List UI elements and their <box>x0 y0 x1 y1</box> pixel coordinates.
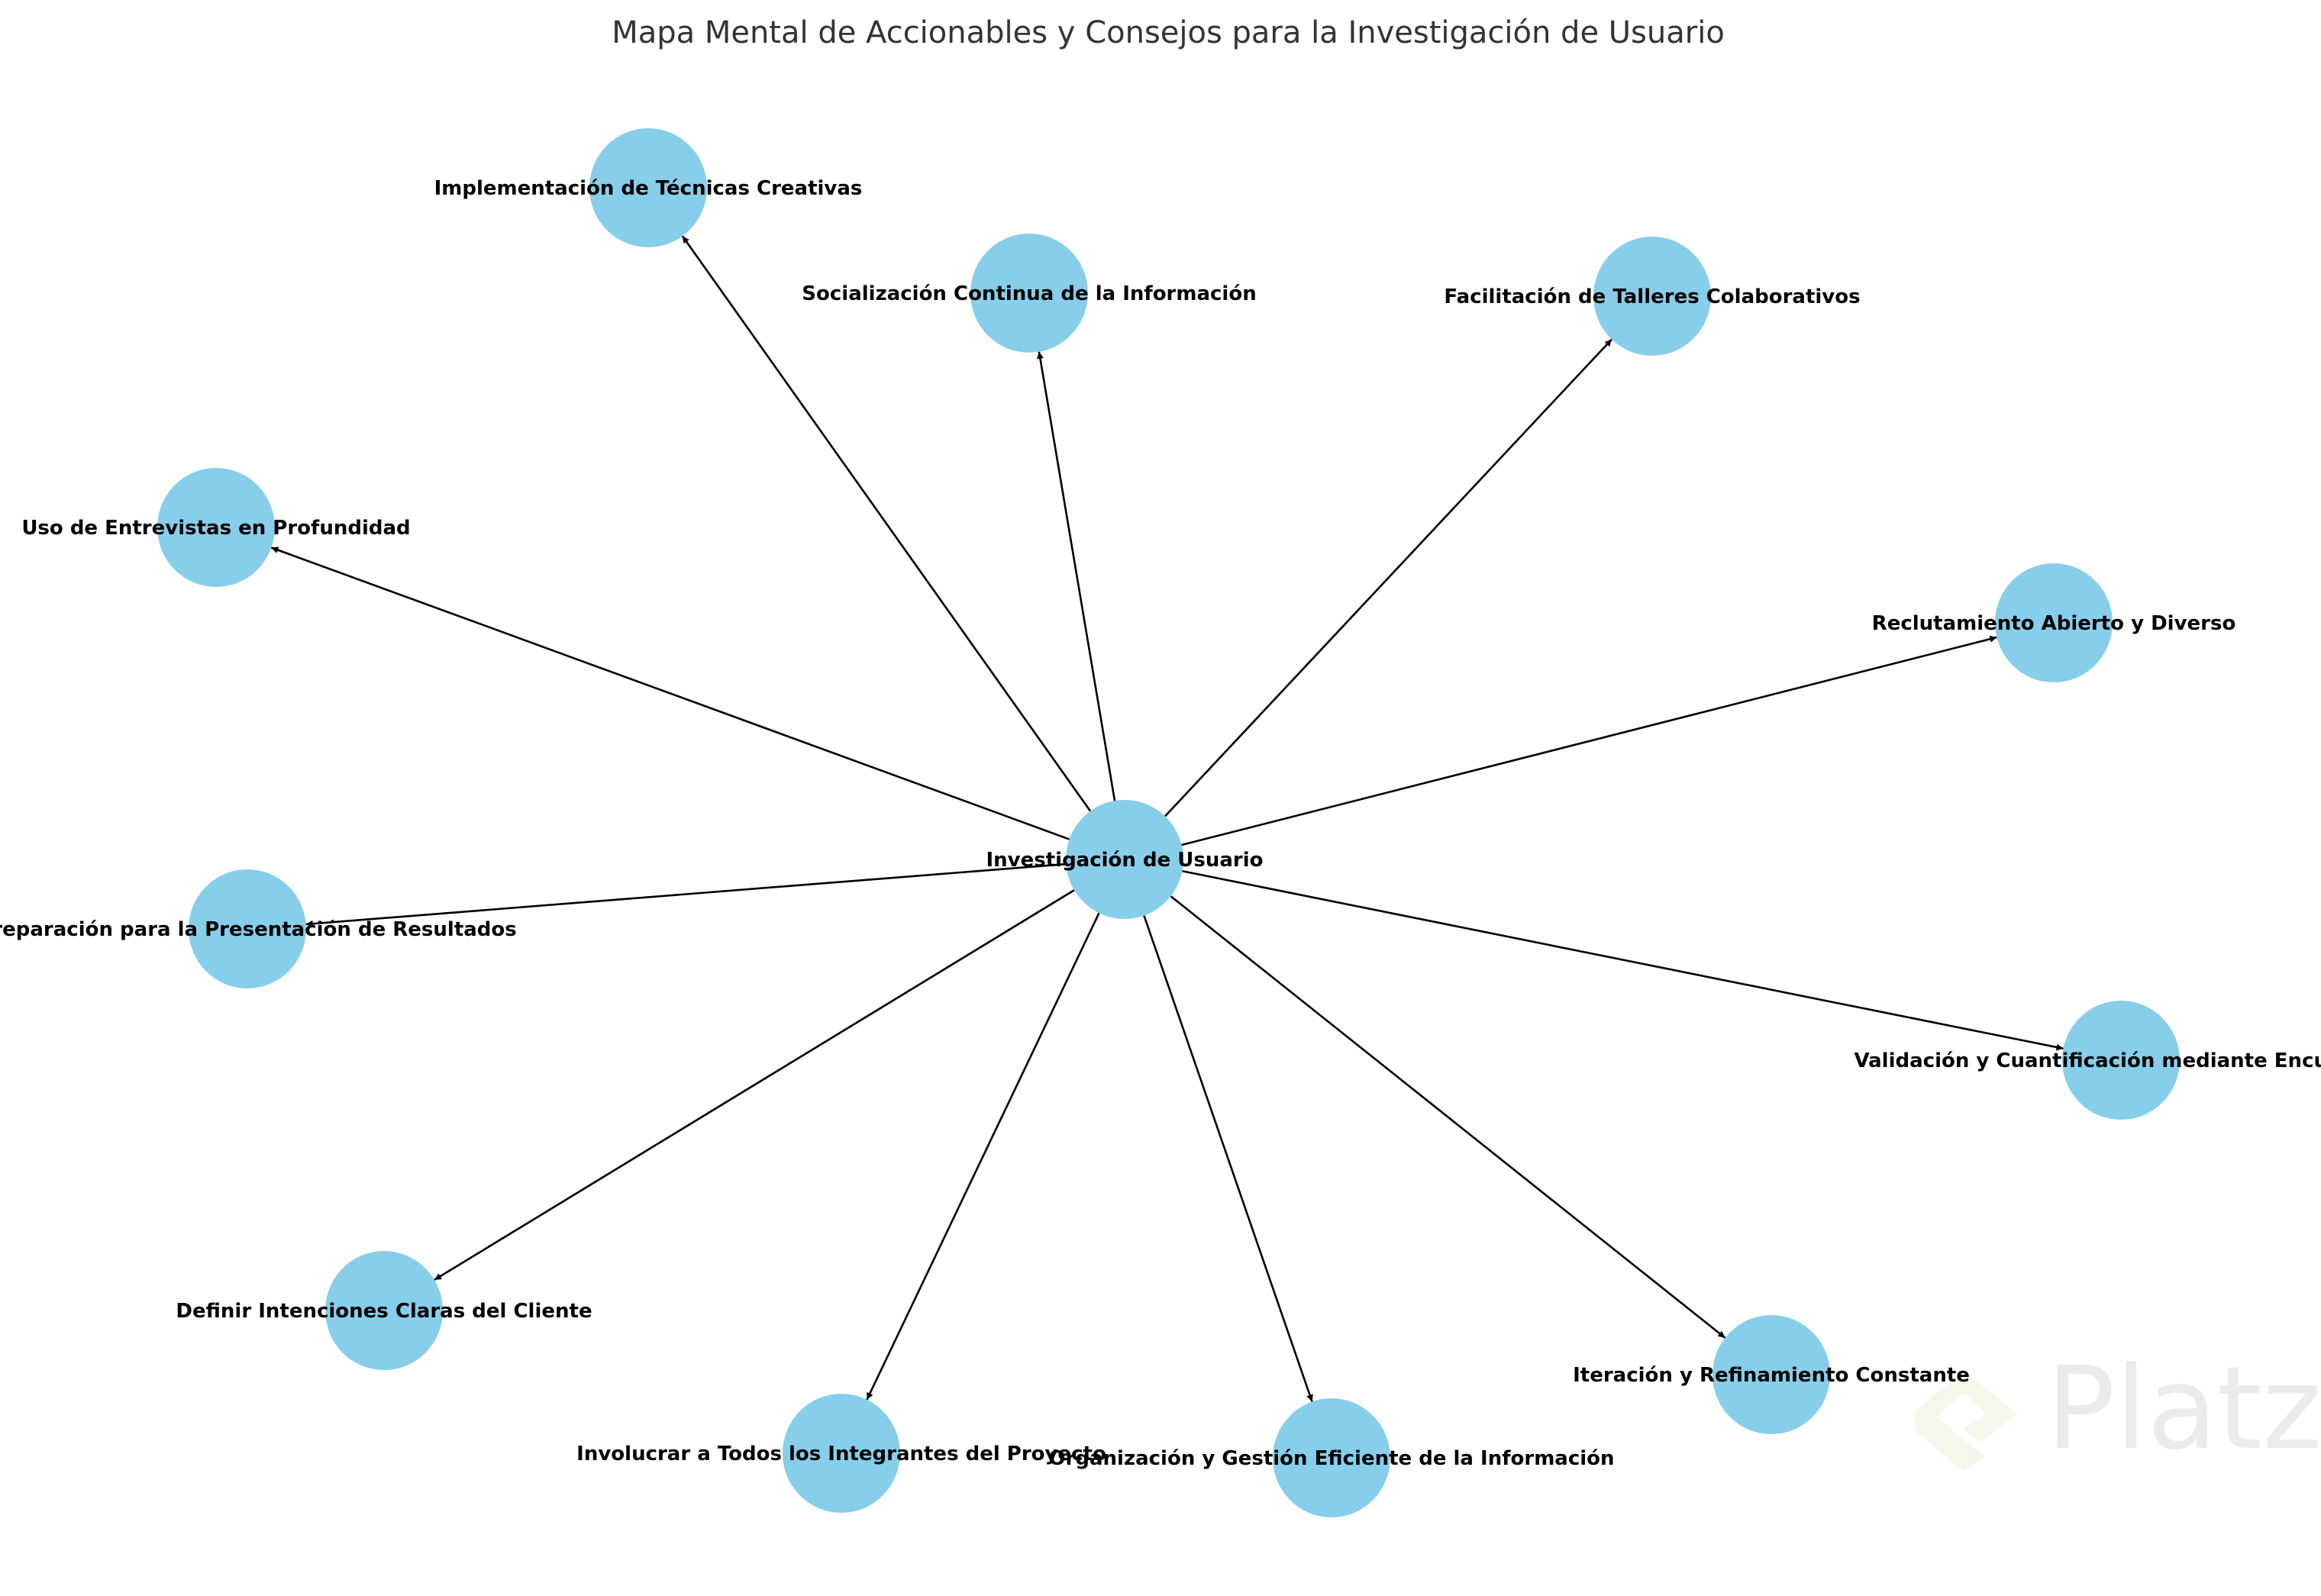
edge-arrow <box>681 235 1092 812</box>
node-5-label: Preparación para la Presentación de Resu… <box>0 918 517 941</box>
node-1-circle[interactable] <box>970 234 1088 353</box>
node-7-label: Definir Intenciones Claras del Cliente <box>176 1300 592 1323</box>
edge-arrow <box>1182 869 2064 1051</box>
edge-arrow <box>270 547 1070 840</box>
node-8-label: Involucrar a Todos los Integrantes del P… <box>576 1443 1106 1465</box>
diagram-title: Mapa Mental de Accionables y Consejos pa… <box>612 15 1725 50</box>
edge-arrow <box>305 862 1067 927</box>
node-1-label: Socialización Continua de la Información <box>802 282 1256 305</box>
edge-arrow <box>1170 895 1726 1339</box>
edge-arrow <box>1037 351 1116 801</box>
platzi-logo-icon <box>1915 1370 2017 1472</box>
node-5-circle[interactable] <box>189 869 306 988</box>
node-8-circle[interactable] <box>783 1394 900 1513</box>
edge-arrow <box>1143 915 1313 1402</box>
center-node-circle[interactable] <box>1066 800 1183 919</box>
node-9-label: Organización y Gestión Eficiente de la I… <box>1048 1447 1614 1470</box>
node-7-circle[interactable] <box>325 1251 443 1370</box>
node-0-circle[interactable] <box>589 128 707 247</box>
node-2-circle[interactable] <box>1593 237 1711 356</box>
node-0-label: Implementación de Técnicas Creativas <box>434 177 863 200</box>
node-9-circle[interactable] <box>1273 1398 1390 1517</box>
node-10-circle[interactable] <box>1713 1315 1830 1434</box>
center-node-label: Investigación de Usuario <box>986 849 1263 872</box>
node-4-circle[interactable] <box>1995 563 2113 682</box>
node-3-label: Uso de Entrevistas en Profundidad <box>21 517 410 540</box>
node-3-circle[interactable] <box>157 468 275 587</box>
node-6-label: Validación y Cuantificación mediante Enc… <box>1854 1049 2321 1072</box>
node-10-label: Iteración y Refinamiento Constante <box>1573 1364 1970 1387</box>
edge-arrow <box>866 912 1100 1401</box>
node-4-label: Reclutamiento Abierto y Diverso <box>1872 612 2236 635</box>
node-2-label: Facilitación de Talleres Colaborativos <box>1444 285 1860 308</box>
node-6-circle[interactable] <box>2062 1001 2180 1120</box>
watermark-text: Platzi <box>2046 1343 2321 1475</box>
edge-arrow <box>1181 635 1997 846</box>
edge-arrow <box>434 889 1075 1281</box>
edge-arrow <box>1164 338 1612 817</box>
platzi-watermark: Platzi <box>1915 1343 2321 1475</box>
